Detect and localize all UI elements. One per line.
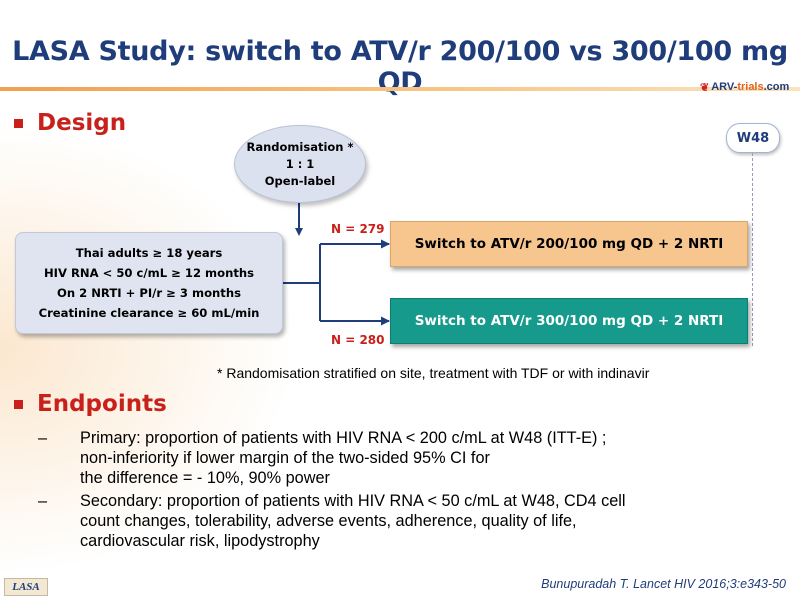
logo-text: ARV-trials.com	[711, 81, 789, 93]
arm2-box: Switch to ATV/r 300/100 mg QD + 2 NRTI	[390, 298, 748, 344]
endpoint-secondary: – Secondary: proportion of patients with…	[38, 491, 788, 551]
slide-title: LASA Study: switch to ATV/r 200/100 vs 3…	[12, 36, 788, 98]
w48-milestone: W48	[726, 123, 780, 153]
randomisation-line: Randomisation *	[246, 139, 354, 154]
logo-highlight: trials	[737, 81, 764, 93]
arm2-n: N = 280	[331, 333, 385, 347]
citation: Bunupuradah T. Lancet HIV 2016;3:e343-50	[541, 577, 786, 591]
population-criterion: Thai adults ≥ 18 years	[75, 246, 223, 260]
population-criterion: On 2 NRTI + PI/r ≥ 3 months	[56, 286, 242, 300]
design-heading-text: Design	[37, 110, 127, 136]
randomisation-label: Open-label	[264, 173, 336, 188]
endpoint-line: cardiovascular risk, lipodystrophy	[80, 532, 320, 550]
dash-bullet: –	[38, 492, 48, 510]
endpoint-line: non-inferiority if lower margin of the t…	[80, 449, 490, 467]
red-ribbon-icon: ❦	[700, 81, 710, 94]
square-bullet-icon	[14, 399, 23, 409]
dash-bullet: –	[38, 429, 48, 447]
endpoint-line: Primary: proportion of patients with HIV…	[80, 429, 607, 447]
randomisation-footnote: * Randomisation stratified on site, trea…	[217, 365, 650, 381]
endpoint-line: count changes, tolerability, adverse eve…	[80, 512, 577, 530]
population-box: Thai adults ≥ 18 years HIV RNA < 50 c/mL…	[15, 232, 283, 334]
design-heading: Design	[14, 110, 126, 136]
study-tag: LASA	[4, 578, 48, 596]
endpoint-line: Secondary: proportion of patients with H…	[80, 492, 626, 510]
endpoints-list: – Primary: proportion of patients with H…	[38, 428, 788, 554]
endpoint-line: the difference = - 10%, 90% power	[80, 469, 330, 487]
w48-dashed-line	[752, 153, 753, 346]
arm1-n: N = 279	[331, 222, 385, 236]
logo-suffix: .com	[763, 81, 790, 93]
population-criterion: Creatinine clearance ≥ 60 mL/min	[38, 306, 260, 320]
randomisation-ratio: 1 : 1	[285, 156, 315, 171]
endpoint-primary: – Primary: proportion of patients with H…	[38, 428, 788, 488]
square-bullet-icon	[14, 118, 23, 128]
logo-prefix: ARV-	[711, 81, 738, 93]
title-underline	[0, 87, 800, 91]
randomisation-oval: Randomisation * 1 : 1 Open-label	[234, 125, 366, 203]
arv-trials-logo: ❦ ARV-trials.com	[700, 78, 789, 96]
arm1-box: Switch to ATV/r 200/100 mg QD + 2 NRTI	[390, 221, 748, 267]
endpoints-heading: Endpoints	[14, 391, 167, 417]
background-glow	[0, 90, 800, 600]
endpoints-heading-text: Endpoints	[37, 391, 167, 417]
population-criterion: HIV RNA < 50 c/mL ≥ 12 months	[43, 266, 255, 280]
